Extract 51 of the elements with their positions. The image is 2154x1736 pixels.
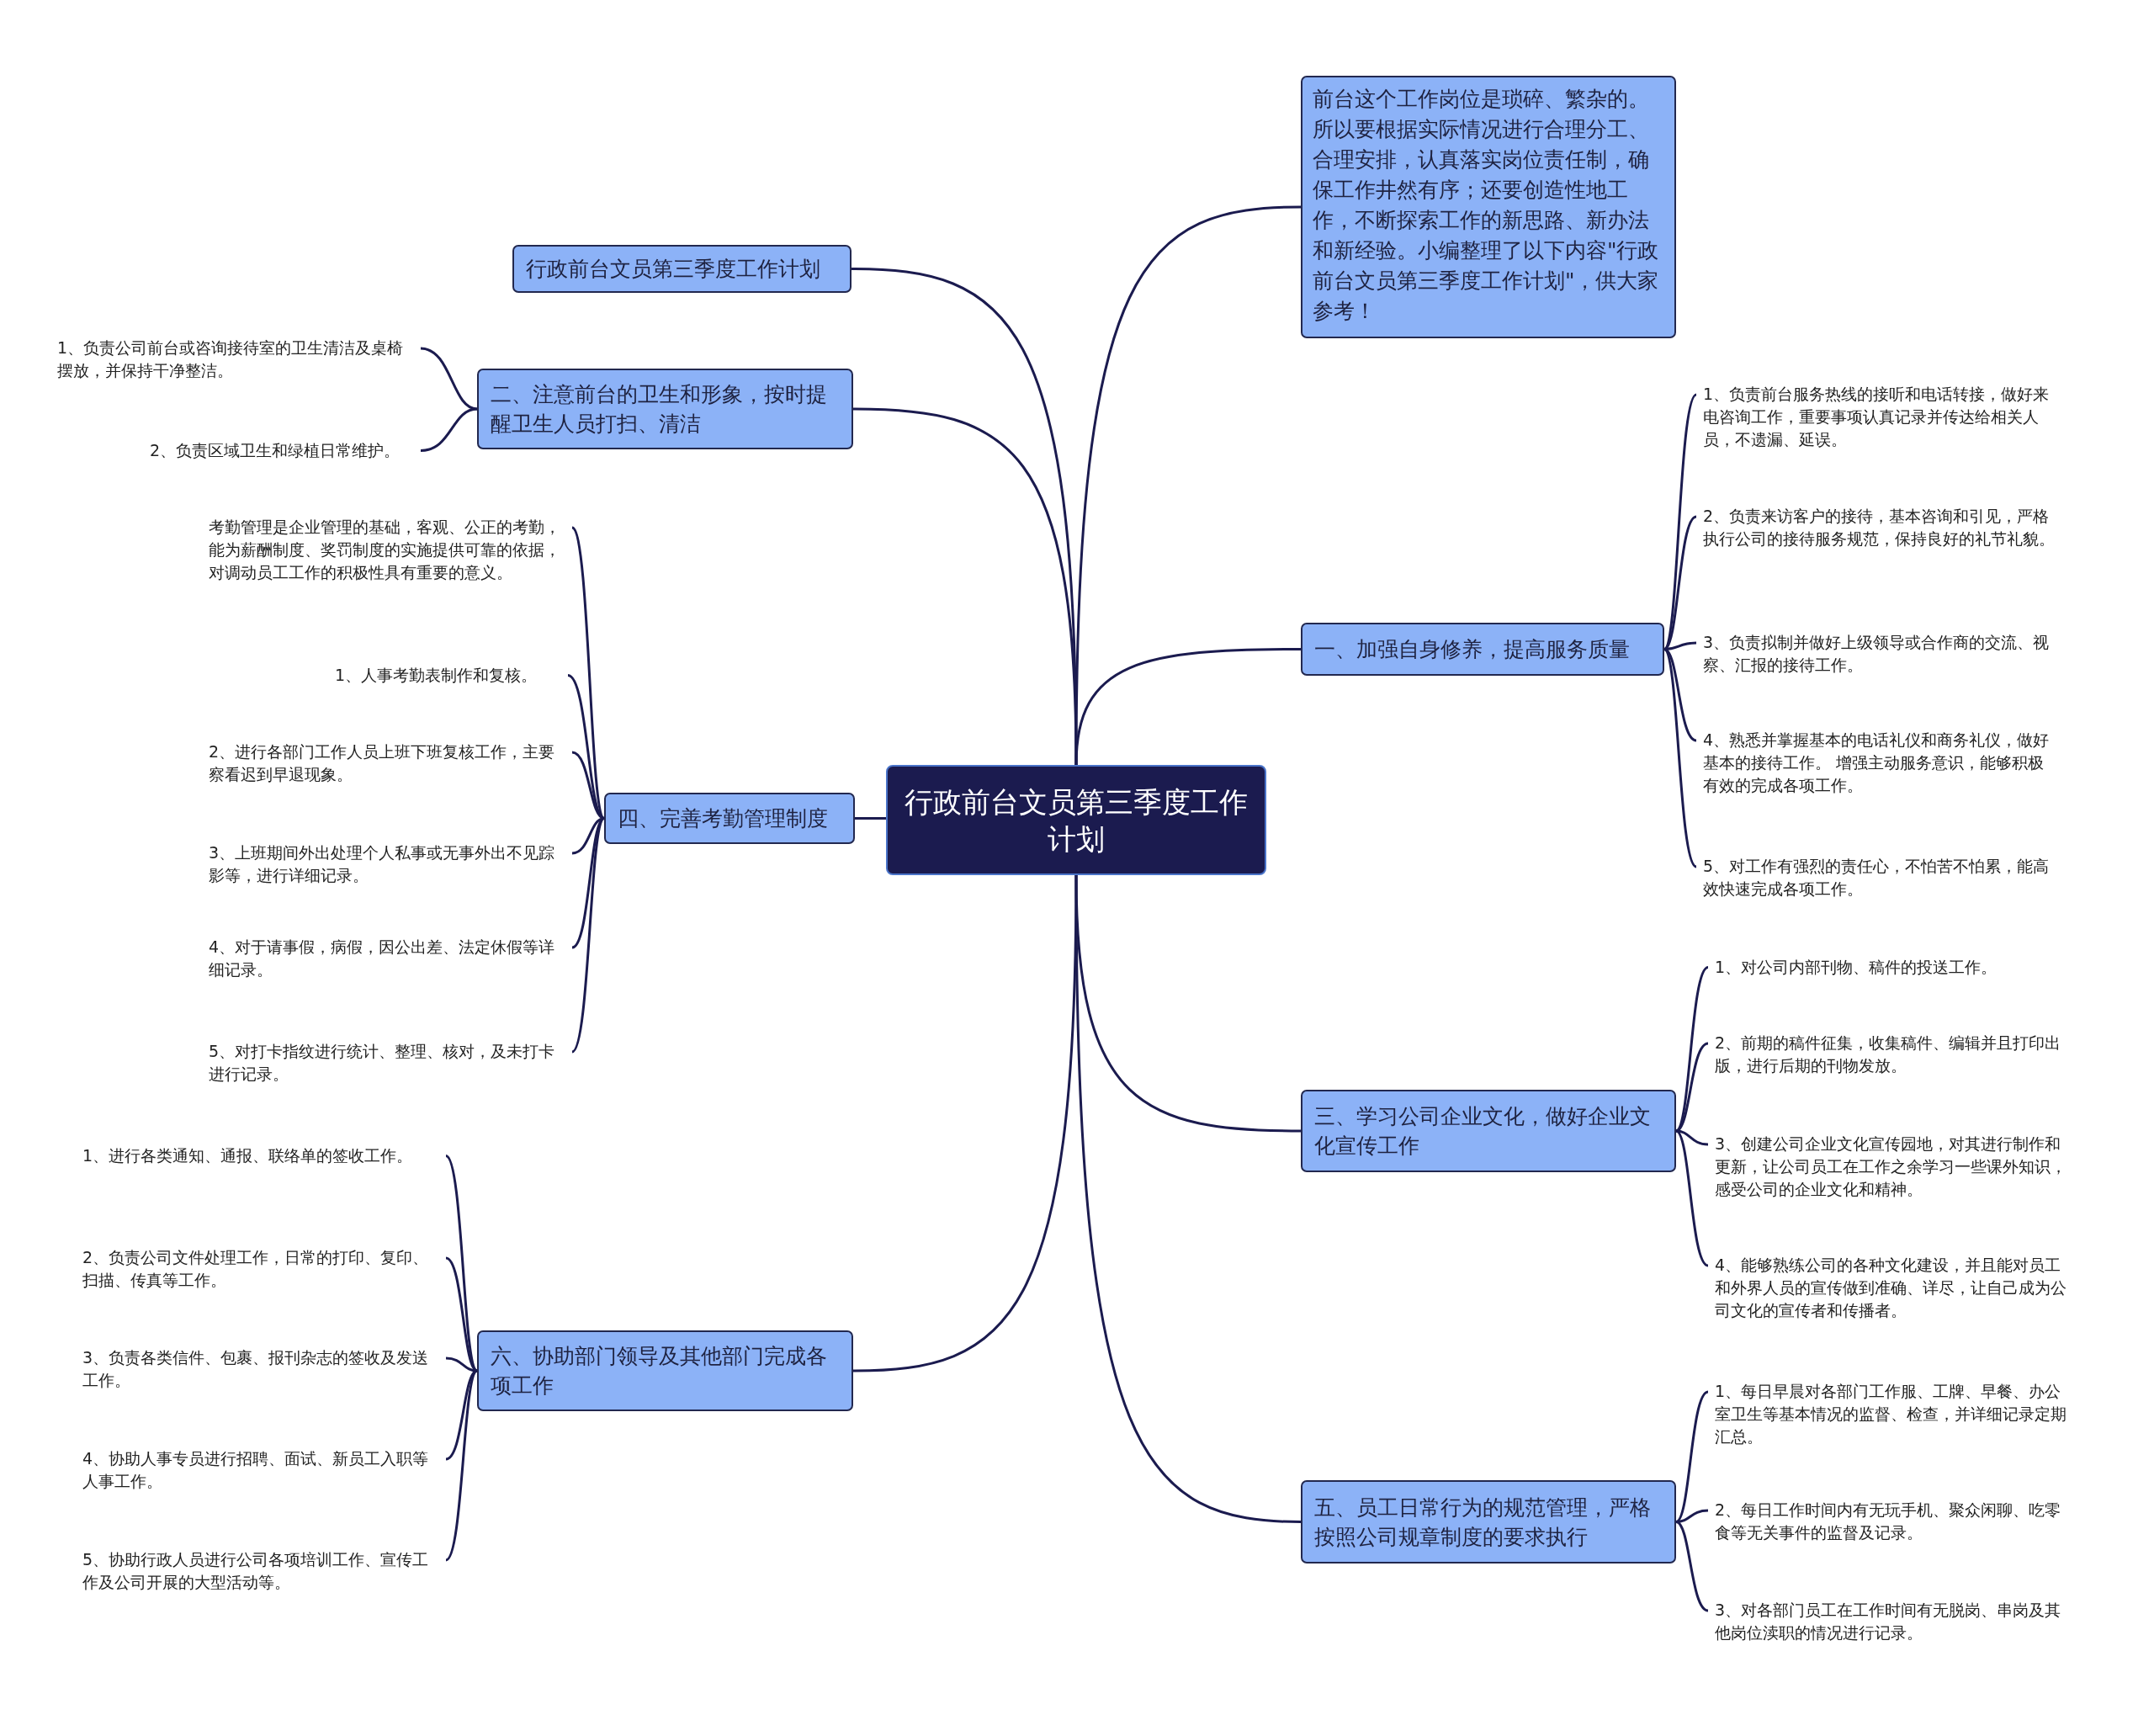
connector-line <box>852 874 1078 1372</box>
intro-box: 前台这个工作岗位是琐碎、繁杂的。所以要根据实际情况进行合理分工、合理安排，认真落实岗位责任制，确保工作井然有序；还要创造性地工作，不断探索工作的新思路、新办法和新经验。小编整理了以下内容"行政前台文员第三季度工作计划"，供大家参考！ <box>1301 76 1676 338</box>
connector-line <box>1074 875 1302 1523</box>
connector-line <box>1675 1390 1709 1523</box>
subtopic-text: 5、对工作有强烈的责任心，不怕苦不怕累，能高效快速完成各项工作。 <box>1696 855 2066 900</box>
topic-box: 三、学习公司企业文化，做好企业文化宣传工作 <box>1301 1090 1676 1172</box>
subtopic-text: 3、负责拟制并做好上级领导或合作商的交流、视察、汇报的接待工作。 <box>1696 631 2066 677</box>
subtopic-text: 3、上班期间外出处理个人私事或无事外出不见踪影等，进行详细记录。 <box>202 841 572 887</box>
subtopic-text: 2、每日工作时间内有无玩手机、聚众闲聊、吃零食等无关事件的监督及记录。 <box>1708 1499 2078 1544</box>
topic-box: 一、加强自身修养，提高服务质量 <box>1301 623 1664 676</box>
subtopic-text: 4、协助人事专员进行招聘、面试、新员工入职等人事工作。 <box>76 1447 446 1493</box>
subtopic-text: 4、熟悉并掌握基本的电话礼仪和商务礼仪，做好基本的接待工作。 增强主动服务意识，能够积极有效的完成各项工作。 <box>1696 729 2066 797</box>
subtopic-text: 4、能够熟练公司的各种文化建设，并且能对员工和外界人员的宣传做到准确、详尽，让自己成为公司文化的宣传者和传播者。 <box>1708 1254 2078 1322</box>
connector-line <box>1675 1521 1709 1612</box>
subtopic-text: 考勤管理是企业管理的基础，客观、公正的考勤，能为薪酬制度、奖罚制度的实施提供可靠的依据，对调动员工工作的积极性具有重要的意义。 <box>202 516 572 584</box>
connector-line <box>1663 648 1697 742</box>
connector-line <box>444 1155 479 1372</box>
connector-line <box>1675 1509 1709 1523</box>
subtopic-text: 3、对各部门员工在工作时间有无脱岗、串岗及其他岗位渎职的情况进行记录。 <box>1708 1599 2078 1644</box>
topic-box: 四、完善考勤管理制度 <box>604 793 855 844</box>
connector-line <box>1074 648 1301 766</box>
connector-line <box>1074 205 1302 765</box>
connector-line <box>444 1370 479 1562</box>
topic-box: 六、协助部门领导及其他部门完成各项工作 <box>477 1330 853 1411</box>
subtopic-text: 5、协助行政人员进行公司各项培训工作、宣传工作及公司开展的大型活动等。 <box>76 1548 446 1594</box>
connector-line <box>571 817 605 949</box>
subtopic-text: 1、每日早晨对各部门工作服、工牌、早餐、办公室卫生等基本情况的监督、检查，并详细记录定期汇总。 <box>1708 1380 2078 1448</box>
subtopic-text: 4、对于请事假，病假，因公出差、法定休假等详细记录。 <box>202 936 572 981</box>
subtopic-text: 2、负责来访客户的接待，基本咨询和引见，严格执行公司的接待服务规范，保持良好的礼节礼貌。 <box>1696 505 2066 550</box>
subtopic-text: 1、对公司内部刊物、稿件的投送工作。 <box>1708 956 2078 979</box>
connector-line <box>420 407 478 452</box>
subtopic-text: 1、负责前台服务热线的接听和电话转接，做好来电咨询工作，重要事项认真记录并传达给相关人员，不遗漏、延误。 <box>1696 383 2066 451</box>
subtopic-text: 2、负责公司文件处理工作，日常的打印、复印、扫描、传真等工作。 <box>76 1246 446 1292</box>
subtopic-text: 5、对打卡指纹进行统计、整理、核对，及未打卡进行记录。 <box>202 1040 572 1086</box>
topic-box: 五、员工日常行为的规范管理，严格按照公司规章制度的要求执行 <box>1301 1480 1676 1563</box>
connector-line <box>420 347 478 411</box>
subtopic-text: 3、负责各类信件、包裹、报刊杂志的签收及发送工作。 <box>76 1346 446 1392</box>
connector-line <box>570 817 606 1053</box>
connector-line <box>1675 1129 1709 1267</box>
subtopic-text: 1、人事考勤表制作和复核。 <box>328 664 568 687</box>
topic-box: 二、注意前台的卫生和形象，按时提醒卫生人员打扫、清洁 <box>477 369 853 449</box>
connector-line <box>855 817 886 820</box>
topic-box: 行政前台文员第三季度工作计划 <box>512 245 852 293</box>
subtopic-text: 2、进行各部门工作人员上班下班复核工作，主要察看迟到早退现象。 <box>202 741 572 786</box>
subtopic-text: 1、负责公司前台或咨询接待室的卫生清洁及桌椅摆放，并保持干净整洁。 <box>50 337 421 382</box>
central-topic-box: 行政前台文员第三季度工作计划 <box>886 765 1266 875</box>
subtopic-text: 2、前期的稿件征集，收集稿件、编辑并且打印出版，进行后期的刊物发放。 <box>1708 1032 2078 1077</box>
connector-line <box>1663 648 1698 868</box>
subtopic-text: 3、创建公司企业文化宣传园地，对其进行制作和更新，让公司员工在工作之余学习一些课外知识，感受公司的企业文化和精神。 <box>1708 1133 2078 1201</box>
subtopic-text: 1、进行各类通知、通报、联络单的签收工作。 <box>76 1144 446 1167</box>
subtopic-text: 2、负责区域卫生和绿植日常维护。 <box>143 439 421 462</box>
